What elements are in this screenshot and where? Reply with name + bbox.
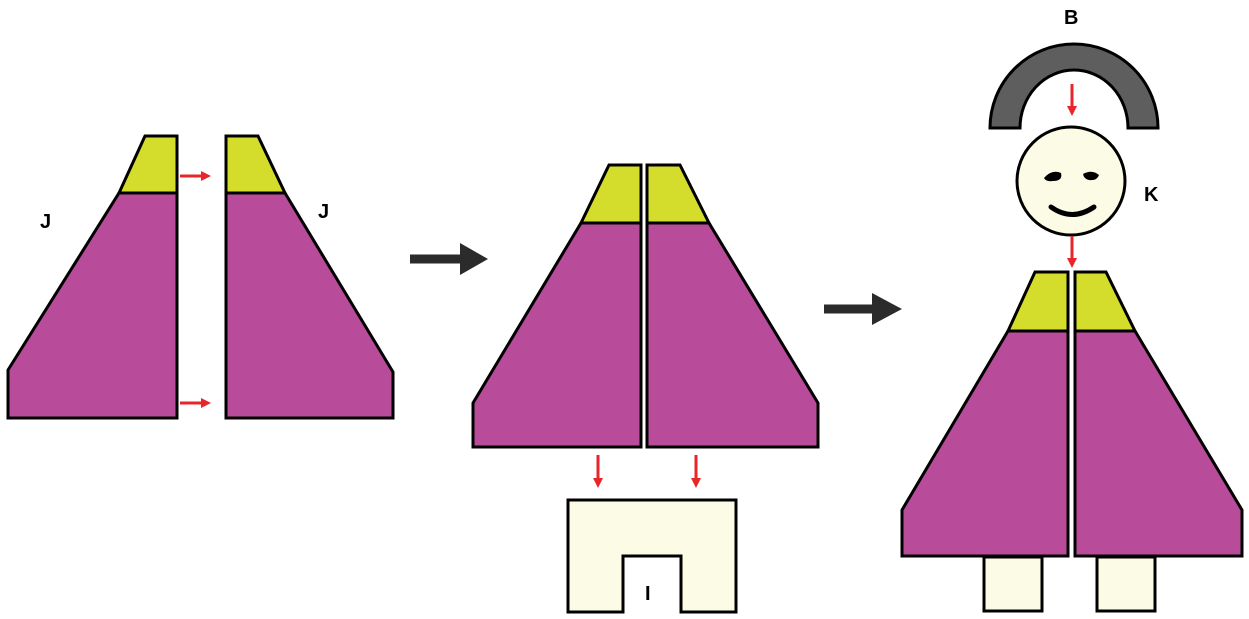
step-arrow-2	[824, 293, 902, 325]
label-left-half: J	[40, 211, 51, 233]
final-left-body	[900, 329, 1070, 558]
label-head: K	[1144, 184, 1159, 206]
right-half-piece	[224, 134, 395, 420]
hat-piece	[988, 42, 1160, 130]
label-hat: B	[1064, 7, 1078, 29]
final-right-body	[1073, 329, 1244, 558]
right-half-collar	[224, 134, 288, 195]
final-left-collar	[1005, 270, 1070, 333]
step-arrow-1	[410, 243, 488, 275]
stage-2-joined-body: I	[471, 163, 820, 614]
joined-right-collar	[645, 163, 712, 225]
final-right-collar	[1073, 270, 1138, 333]
right-leg	[1095, 555, 1157, 613]
left-half-piece	[6, 134, 179, 420]
stage-3-final-figure: B K	[900, 7, 1244, 613]
right-eye	[1083, 171, 1099, 181]
joined-left-body	[471, 221, 643, 449]
left-half-body	[6, 191, 179, 420]
stage-1-separate-halves: J J	[6, 134, 395, 420]
smile	[1048, 204, 1097, 217]
final-body-piece	[900, 270, 1244, 558]
left-eye	[1044, 171, 1062, 182]
left-half-collar	[116, 134, 179, 195]
right-half-body	[224, 191, 395, 420]
joined-right-body	[645, 221, 820, 449]
label-right-half: J	[318, 201, 329, 223]
label-base: I	[645, 583, 651, 605]
joined-left-collar	[578, 163, 643, 225]
joined-body-piece	[471, 163, 820, 449]
left-leg	[982, 555, 1044, 613]
base-piece	[566, 498, 738, 614]
head-piece	[1015, 125, 1127, 237]
